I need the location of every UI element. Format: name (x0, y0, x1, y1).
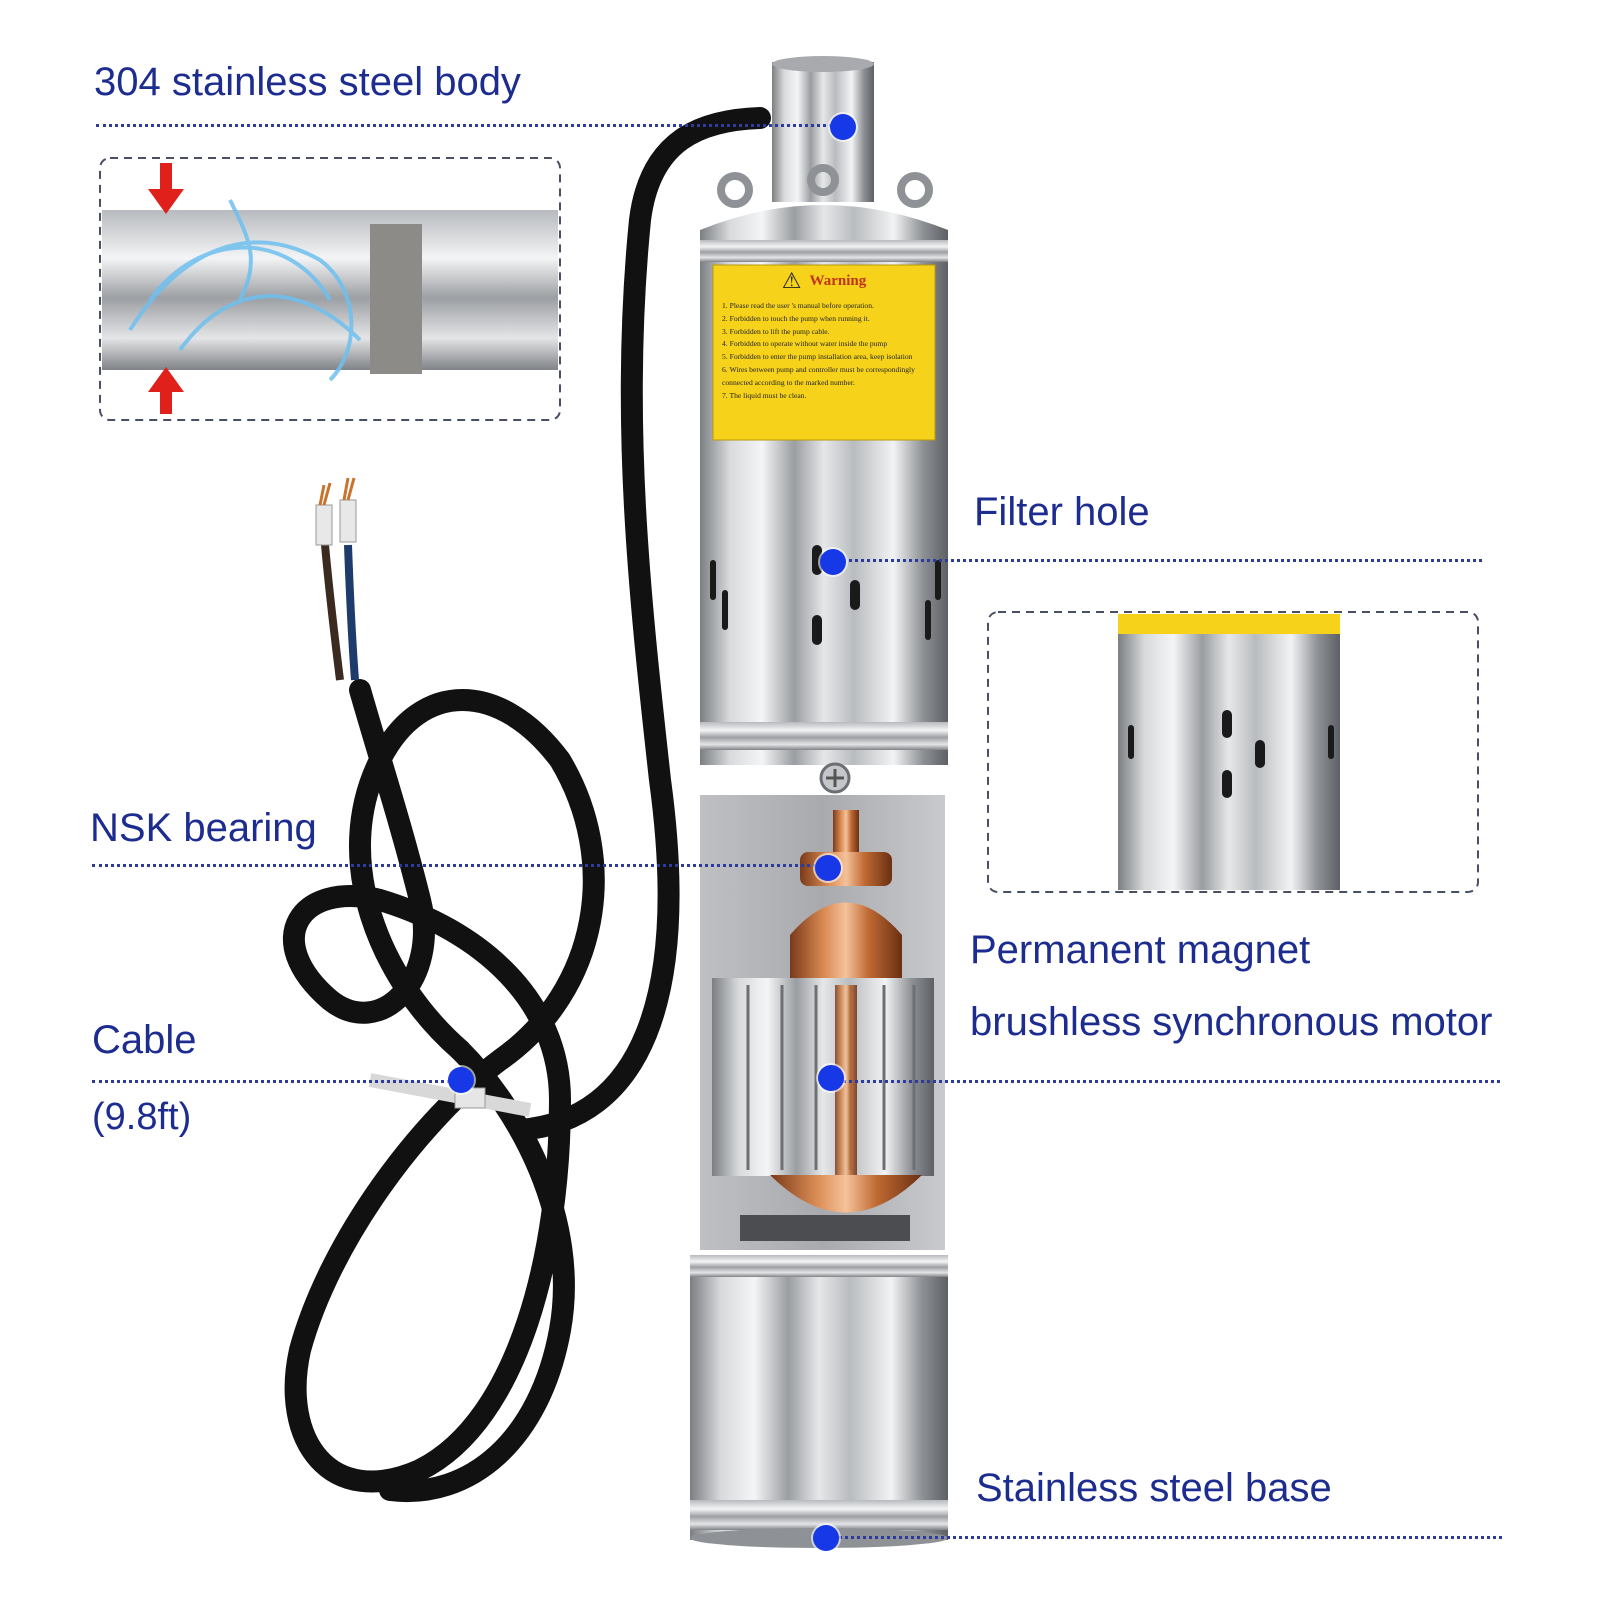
warning-item: 6. Wires between pump and controller mus… (722, 364, 915, 374)
label-cable: Cable (92, 1018, 197, 1062)
warning-item: 3. Forbidden to lift the pump cable. (722, 326, 830, 336)
label-motor-line1: Permanent magnet (970, 928, 1311, 972)
callout-dot-body (830, 114, 856, 140)
leader-base (826, 1536, 1502, 1539)
leader-filter (830, 559, 1482, 562)
leader-motor (830, 1080, 1500, 1083)
inset-body-closeup (99, 157, 561, 421)
outlet-pipe (772, 62, 874, 202)
leader-bearing (92, 864, 834, 867)
label-filter: Filter hole (974, 490, 1150, 534)
inset-filter-closeup (987, 611, 1479, 893)
label-cable-length: (9.8ft) (92, 1096, 192, 1138)
warning-item: 4. Forbidden to operate without water in… (722, 339, 888, 349)
label-motor-line2: brushless synchronous motor (970, 1000, 1493, 1044)
cable-tie (368, 1073, 532, 1117)
warning-item: connected according to the marked number… (722, 377, 855, 387)
leader-body (96, 124, 844, 127)
callout-dot-cable (448, 1067, 474, 1093)
warning-label (712, 264, 936, 441)
warning-item: 1. Please read the user 's manual before… (722, 301, 874, 310)
warning-items: 1. Please read the user 's manual before… (716, 300, 932, 402)
cable-wires (315, 477, 359, 681)
warning-label-text: ⚠ Warning 1. Please read the user 's man… (716, 268, 932, 436)
red-arrow-down-icon (148, 163, 184, 214)
label-bearing: NSK bearing (90, 806, 317, 850)
leader-cable (92, 1080, 462, 1083)
power-cable (282, 107, 771, 1503)
filter-holes (710, 545, 941, 645)
warning-triangle-icon: ⚠ (781, 268, 802, 293)
warning-item: 7. The liquid must be clean. (722, 390, 807, 400)
callout-dot-filter (820, 549, 846, 575)
callout-dot-base (813, 1525, 839, 1551)
warning-item: 5. Forbidden to enter the pump installat… (722, 352, 913, 362)
label-body: 304 stainless steel body (94, 60, 521, 104)
pump-base (690, 1255, 948, 1540)
warning-item: 2. Forbidden to touch the pump when runn… (722, 313, 870, 323)
callout-dot-motor (818, 1065, 844, 1091)
red-arrow-up-icon (148, 367, 184, 414)
warning-title: Warning (809, 272, 867, 289)
label-base: Stainless steel base (976, 1466, 1332, 1510)
callout-dot-bearing (815, 855, 841, 881)
